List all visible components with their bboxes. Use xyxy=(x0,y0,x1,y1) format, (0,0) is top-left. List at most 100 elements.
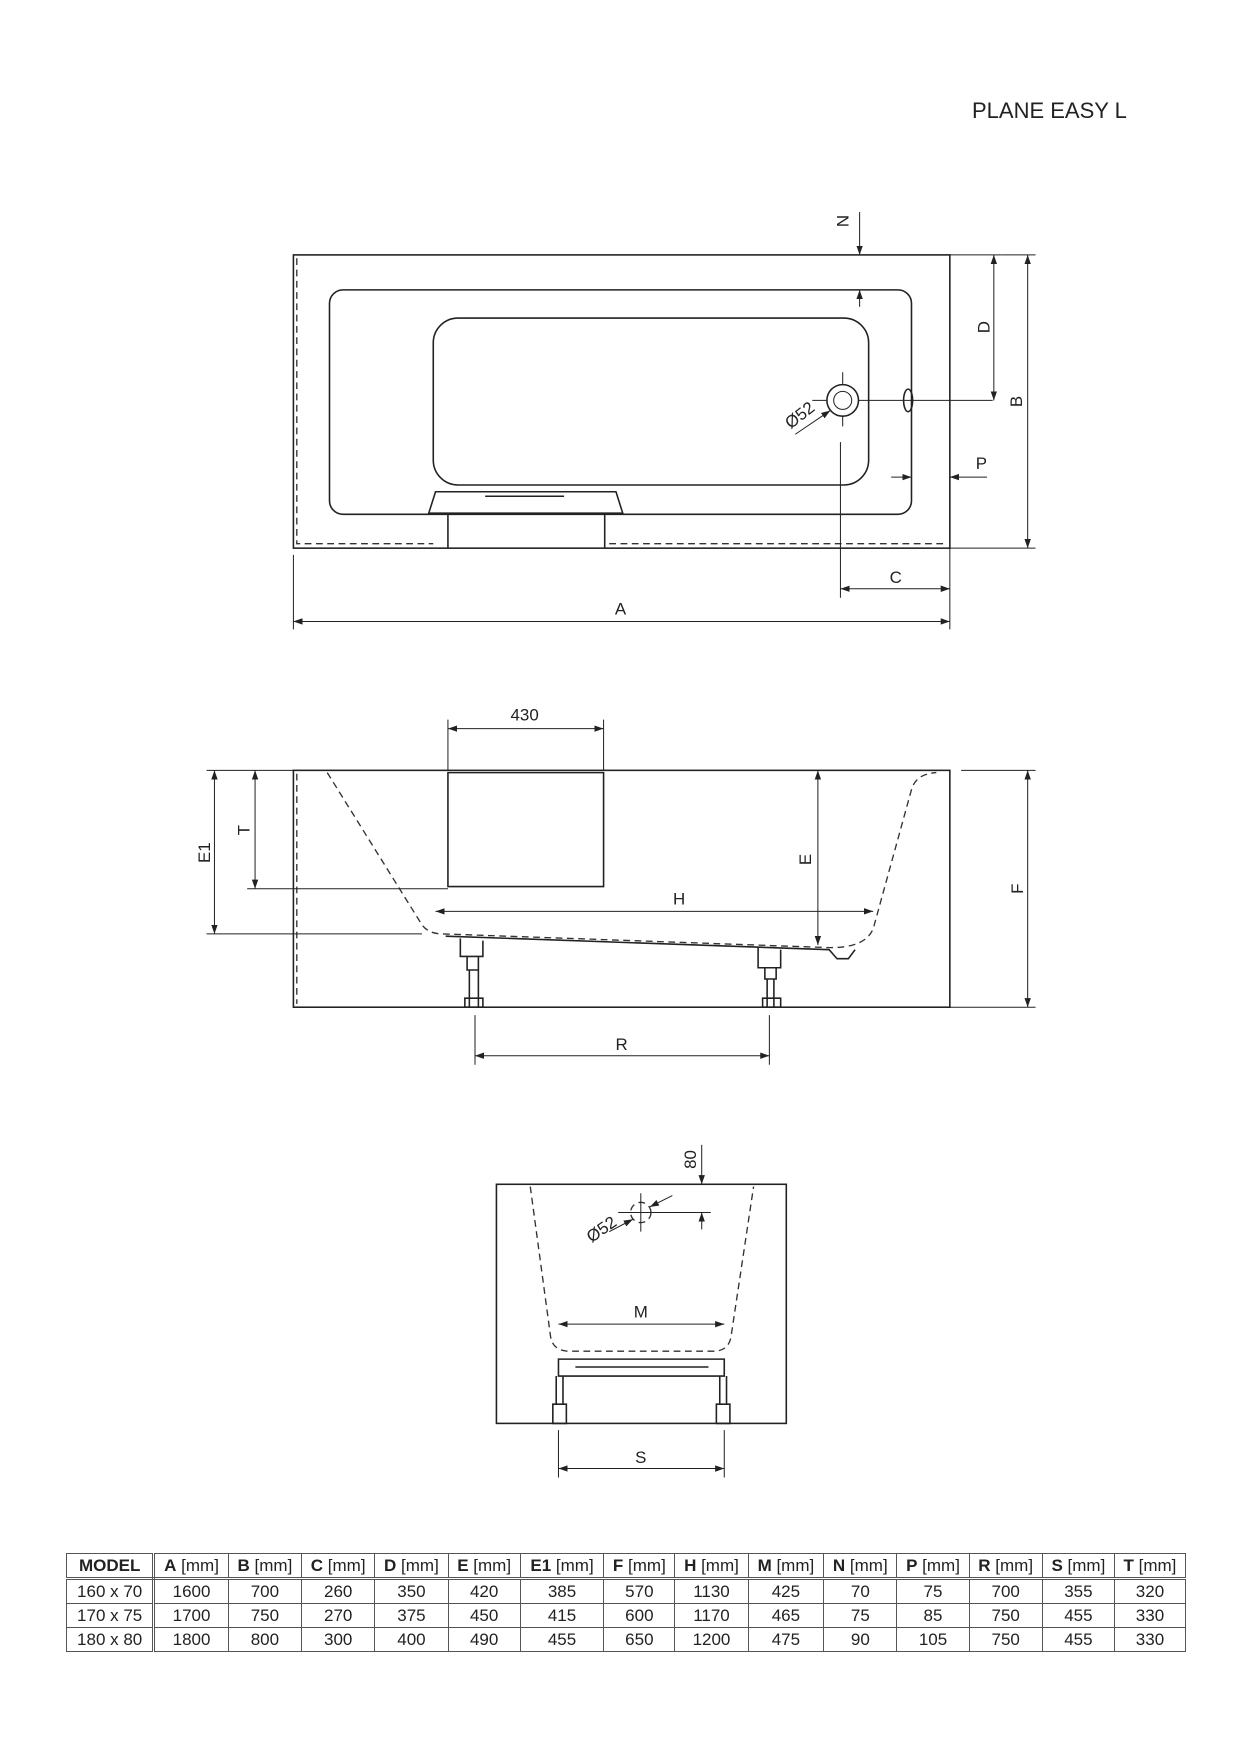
model-cell: 160 x 70 xyxy=(65,1578,156,1604)
dimension-label: B xyxy=(1007,396,1026,407)
column-header: H [mm] xyxy=(674,1553,749,1580)
value-cell: 455 xyxy=(1041,1627,1115,1652)
column-unit: [mm] xyxy=(696,1555,739,1575)
top-view: N D B P Ø52 C A xyxy=(292,212,1036,630)
dimension-label: E1 xyxy=(195,842,214,863)
end-view: Ø52 80 M S xyxy=(495,1144,788,1478)
dimension-label: F xyxy=(1008,884,1027,894)
value-cell: 350 xyxy=(374,1578,449,1604)
dimension-label: Ø52 xyxy=(781,398,818,433)
column-header: M [mm] xyxy=(747,1553,825,1580)
value-cell: 800 xyxy=(227,1627,303,1652)
value-cell: 270 xyxy=(301,1603,376,1628)
dimension-label: R xyxy=(616,1035,628,1054)
value-cell: 750 xyxy=(227,1603,303,1628)
dimension-label: M xyxy=(634,1302,648,1321)
column-header: T [mm] xyxy=(1113,1553,1187,1580)
value-cell: 700 xyxy=(227,1578,303,1604)
value-cell: 420 xyxy=(447,1578,521,1604)
value-cell: 700 xyxy=(968,1578,1043,1604)
value-cell: 1170 xyxy=(674,1603,749,1628)
value-cell: 455 xyxy=(1041,1603,1115,1628)
column-key: E1 xyxy=(530,1555,552,1575)
value-cell: 1600 xyxy=(153,1578,229,1604)
column-header: MODEL xyxy=(65,1553,156,1580)
value-cell: 455 xyxy=(519,1627,605,1652)
dimension-label: C xyxy=(890,568,902,587)
value-cell: 400 xyxy=(374,1627,449,1652)
column-key: F xyxy=(612,1555,624,1575)
dimension-label: N xyxy=(833,215,852,227)
model-cell: 180 x 80 xyxy=(65,1627,156,1652)
value-cell: 330 xyxy=(1113,1627,1187,1652)
value-cell: 1800 xyxy=(153,1627,229,1652)
drain-icon xyxy=(826,383,860,417)
column-key: N xyxy=(832,1555,846,1575)
value-cell: 375 xyxy=(374,1603,449,1628)
column-key: H xyxy=(684,1555,697,1575)
column-header: C [mm] xyxy=(301,1553,376,1580)
dimension-label: A xyxy=(615,600,627,619)
value-cell: 105 xyxy=(896,1627,970,1652)
column-key: MODEL xyxy=(78,1555,141,1575)
value-cell: 85 xyxy=(896,1603,970,1628)
value-cell: 260 xyxy=(301,1578,376,1604)
value-cell: 355 xyxy=(1041,1578,1115,1604)
column-header: B [mm] xyxy=(227,1553,303,1580)
value-cell: 300 xyxy=(301,1627,376,1652)
dimension-label: T xyxy=(234,825,253,835)
column-header: F [mm] xyxy=(603,1553,676,1580)
column-key: P xyxy=(906,1555,918,1575)
column-unit: [mm] xyxy=(845,1555,888,1575)
dimension-label: D xyxy=(974,321,993,333)
column-key: T xyxy=(1123,1555,1134,1575)
column-header: E1 [mm] xyxy=(519,1553,605,1580)
dimension-label: 80 xyxy=(681,1150,700,1169)
dimension-label: 430 xyxy=(511,706,539,725)
value-cell: 650 xyxy=(603,1627,676,1652)
value-cell: 75 xyxy=(896,1578,970,1604)
column-unit: [mm] xyxy=(1062,1555,1106,1575)
column-unit: [mm] xyxy=(623,1555,666,1575)
column-unit: [mm] xyxy=(1133,1555,1177,1575)
column-key: M xyxy=(757,1555,772,1575)
value-cell: 425 xyxy=(747,1578,825,1604)
column-header: E [mm] xyxy=(447,1553,521,1580)
column-key: A xyxy=(164,1555,177,1575)
side-view: 430 E1 T H E F R xyxy=(195,706,1036,1065)
column-header: A [mm] xyxy=(153,1553,229,1580)
value-cell: 320 xyxy=(1113,1578,1187,1604)
drawing-title: PLANE EASY L xyxy=(972,98,1127,123)
column-key: D xyxy=(384,1555,397,1575)
value-cell: 570 xyxy=(603,1578,676,1604)
value-cell: 1200 xyxy=(674,1627,749,1652)
value-cell: 330 xyxy=(1113,1603,1187,1628)
column-header: D [mm] xyxy=(374,1553,449,1580)
column-key: R xyxy=(978,1555,991,1575)
value-cell: 75 xyxy=(823,1603,898,1628)
value-cell: 1130 xyxy=(674,1578,749,1604)
value-cell: 750 xyxy=(968,1627,1043,1652)
model-cell: 170 x 75 xyxy=(65,1603,156,1628)
column-unit: [mm] xyxy=(249,1555,293,1575)
column-unit: [mm] xyxy=(176,1555,219,1575)
value-cell: 450 xyxy=(447,1603,521,1628)
column-header: S [mm] xyxy=(1041,1553,1115,1580)
value-cell: 385 xyxy=(519,1578,605,1604)
value-cell: 750 xyxy=(968,1603,1043,1628)
dimension-label: P xyxy=(976,454,987,473)
column-header: R [mm] xyxy=(968,1553,1043,1580)
column-key: E xyxy=(457,1555,469,1575)
column-unit: [mm] xyxy=(990,1555,1034,1575)
dimension-label: S xyxy=(635,1448,646,1467)
column-key: C xyxy=(310,1555,324,1575)
value-cell: 465 xyxy=(747,1603,825,1628)
value-cell: 475 xyxy=(747,1627,825,1652)
value-cell: 1700 xyxy=(153,1603,229,1628)
column-header: N [mm] xyxy=(823,1553,898,1580)
column-unit: [mm] xyxy=(396,1555,439,1575)
dimension-label: Ø52 xyxy=(583,1212,620,1246)
dimension-label: H xyxy=(673,890,685,909)
